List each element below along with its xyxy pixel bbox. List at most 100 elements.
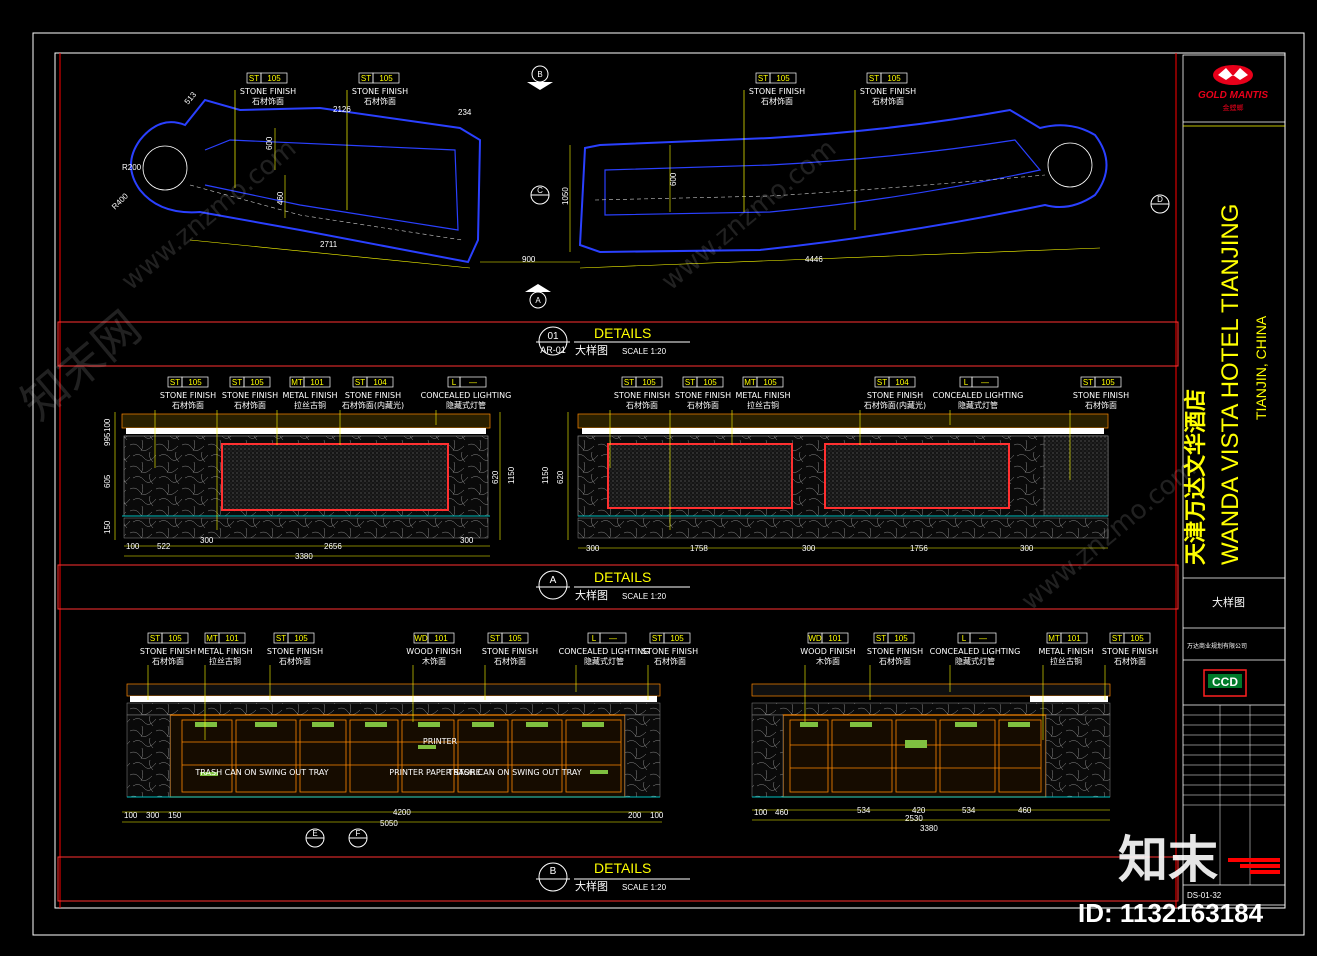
svg-text:1150: 1150 (507, 466, 516, 484)
elev-b-marker-e: E (305, 828, 325, 848)
svg-text:ST: ST (624, 378, 634, 387)
svg-text:3380: 3380 (295, 552, 313, 561)
svg-text:石材饰面: 石材饰面 (152, 656, 184, 666)
svg-text:METAL FINISH: METAL FINISH (282, 391, 337, 400)
svg-text:105: 105 (1101, 378, 1115, 387)
svg-text:2530: 2530 (905, 814, 923, 823)
plan-dim-1050: 1050 (561, 187, 570, 205)
svg-text:MT: MT (291, 378, 303, 387)
svg-text:620: 620 (556, 470, 565, 484)
svg-text:100: 100 (754, 808, 768, 817)
svg-text:A: A (535, 296, 541, 305)
plan-dim-r400: R400 (110, 191, 130, 211)
svg-text:300: 300 (200, 536, 214, 545)
svg-text:L: L (964, 378, 969, 387)
svg-text:ST: ST (876, 634, 886, 643)
plan-tag-2: ST 105 STONE FINISH 石材饰面 (352, 72, 408, 106)
svg-text:105: 105 (763, 378, 777, 387)
svg-text:CONCEALED LIGHTING: CONCEALED LIGHTING (559, 647, 650, 656)
svg-text:105: 105 (894, 634, 908, 643)
note-trash-1: TRASH CAN ON SWING OUT TRAY (194, 768, 328, 777)
elevation-a: 100 995 605 150 1150 620 1150 620 100 52… (103, 376, 1129, 561)
plan-view: 513 R200 R400 2126 600 460 2711 234 1050… (110, 65, 1170, 309)
svg-text:420: 420 (912, 806, 926, 815)
plan-dim-513: 513 (183, 90, 199, 106)
svg-text:105: 105 (703, 378, 717, 387)
svg-text:1150: 1150 (541, 466, 550, 484)
svg-text:100: 100 (126, 542, 140, 551)
svg-text:104: 104 (895, 378, 909, 387)
svg-text:CCD: CCD (1212, 675, 1238, 689)
plan-tag-3: ST 105 STONE FINISH 石材饰面 (749, 72, 805, 106)
svg-text:5050: 5050 (380, 819, 398, 828)
svg-text:101: 101 (310, 378, 324, 387)
band-a (57, 564, 1179, 610)
svg-text:2656: 2656 (324, 542, 342, 551)
section-b-marker: B (550, 866, 557, 877)
svg-text:ST: ST (249, 74, 259, 83)
svg-text:105: 105 (168, 634, 182, 643)
svg-text:300: 300 (1020, 544, 1034, 553)
svg-text:534: 534 (857, 806, 871, 815)
svg-text:STONE FINISH: STONE FINISH (867, 391, 923, 400)
svg-text:460: 460 (775, 808, 789, 817)
svg-text:300: 300 (586, 544, 600, 553)
svg-text:STONE FINISH: STONE FINISH (222, 391, 278, 400)
svg-text:STONE FINISH: STONE FINISH (345, 391, 401, 400)
svg-text:300: 300 (460, 536, 474, 545)
svg-text:ST: ST (232, 378, 242, 387)
project-title-en: WANDA VISTA HOTEL TIANJING (1217, 204, 1244, 565)
svg-text:1756: 1756 (910, 544, 928, 553)
svg-text:ST: ST (276, 634, 286, 643)
svg-text:拉丝古铜: 拉丝古铜 (209, 656, 241, 666)
section-01-heading: DETAILS (594, 325, 651, 341)
svg-text:石材饰面: 石材饰面 (879, 656, 911, 666)
svg-text:GOLD MANTIS: GOLD MANTIS (1198, 90, 1268, 101)
svg-text:木饰面: 木饰面 (422, 656, 446, 666)
plan-dim-4446: 4446 (805, 255, 823, 264)
section-b-heading: DETAILS (594, 860, 651, 876)
plan-marker-b: B (527, 65, 553, 90)
svg-text:STONE FINISH: STONE FINISH (749, 87, 805, 96)
svg-text:605: 605 (103, 474, 112, 488)
plan-dim-r200: R200 (122, 163, 142, 172)
svg-text:ST: ST (1112, 634, 1122, 643)
svg-text:—: — (469, 378, 477, 387)
svg-text:MT: MT (1048, 634, 1060, 643)
svg-text:105: 105 (508, 634, 522, 643)
svg-text:WD: WD (414, 634, 428, 643)
svg-text:L: L (592, 634, 597, 643)
plan-dim-2711: 2711 (320, 240, 338, 249)
svg-text:3380: 3380 (920, 824, 938, 833)
band-01 (57, 321, 1179, 367)
svg-text:隐藏式灯管: 隐藏式灯管 (958, 400, 998, 410)
svg-text:拉丝古铜: 拉丝古铜 (1050, 656, 1082, 666)
elev-b-marker-f: F (348, 828, 368, 848)
plan-marker-d: D (1150, 194, 1170, 214)
svg-text:石材饰面: 石材饰面 (364, 96, 396, 106)
svg-text:ST: ST (758, 74, 768, 83)
ccd-logo: CCD (1203, 669, 1247, 697)
svg-text:C: C (537, 186, 543, 195)
svg-text:METAL FINISH: METAL FINISH (735, 391, 790, 400)
svg-text:MT: MT (744, 378, 756, 387)
svg-text:METAL FINISH: METAL FINISH (197, 647, 252, 656)
project-location: TIANJIN, CHINA (1253, 315, 1269, 420)
svg-text:100: 100 (124, 811, 138, 820)
svg-text:ST: ST (150, 634, 160, 643)
svg-text:105: 105 (250, 378, 264, 387)
svg-text:STONE FINISH: STONE FINISH (160, 391, 216, 400)
section-01-subtitle: 大样图 (575, 343, 608, 357)
svg-text:ST: ST (1083, 378, 1093, 387)
